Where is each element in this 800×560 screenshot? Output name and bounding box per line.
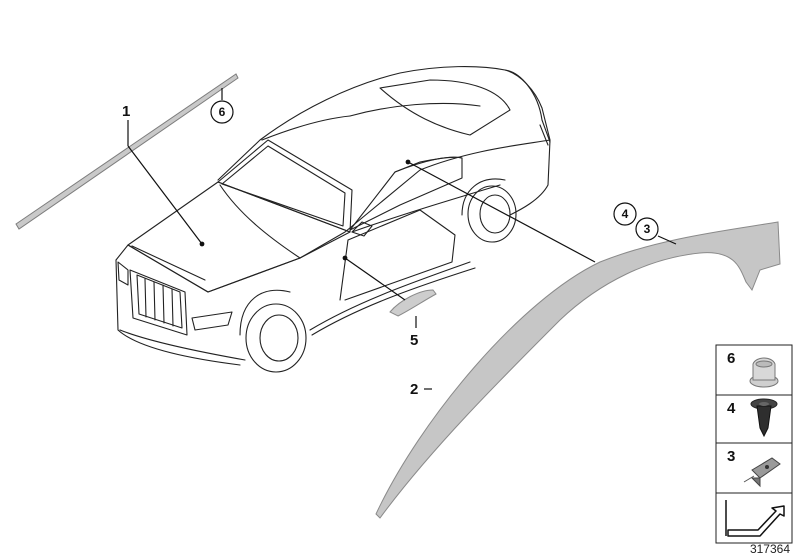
legend-panel: 6 4 3 — [715, 344, 793, 544]
legend-item-clip[interactable]: 3 — [715, 442, 793, 494]
legend-num-6: 6 — [727, 350, 735, 367]
arrow-icon — [725, 500, 785, 537]
callout-3: 3 — [644, 222, 651, 236]
expanding-rivet-icon — [750, 398, 778, 438]
legend-item-rivet[interactable]: 4 — [715, 394, 793, 444]
legend-item-arrow — [715, 492, 793, 544]
part-2-frame-moulding[interactable] — [375, 221, 781, 519]
clip-icon — [743, 457, 781, 488]
diagram-id: 317364 — [750, 542, 790, 556]
callout-3-circle: 3 — [635, 217, 659, 241]
callout-2: 2 — [410, 381, 418, 398]
part-6-roof-strip[interactable] — [15, 73, 239, 230]
leader-lines — [127, 88, 677, 390]
callout-4-circle: 4 — [613, 202, 637, 226]
part-5-trim-piece[interactable] — [389, 289, 437, 317]
callout-6-circle: 6 — [210, 100, 234, 124]
legend-num-4: 4 — [727, 400, 736, 417]
legend-item-nut[interactable]: 6 — [715, 344, 793, 396]
callout-1: 1 — [122, 103, 130, 120]
nut-icon — [749, 357, 779, 388]
legend-num-3: 3 — [727, 448, 735, 465]
callout-6: 6 — [219, 105, 226, 119]
callout-4: 4 — [622, 207, 629, 221]
car-outline — [115, 66, 551, 373]
callout-5: 5 — [410, 332, 418, 349]
